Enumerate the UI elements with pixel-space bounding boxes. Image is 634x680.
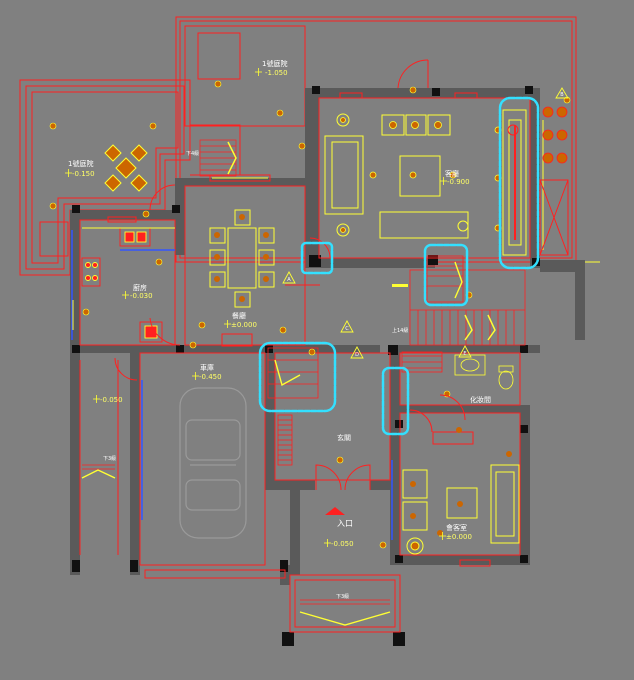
dining-table — [209, 209, 275, 308]
level-guest-room: ±0.000 — [446, 533, 472, 541]
level-entrance: -0.050 — [331, 540, 354, 548]
windows — [71, 230, 393, 540]
kitchen-fixtures — [81, 227, 175, 343]
level-garage: -0.450 — [199, 373, 222, 381]
label-down-left: 下3級 — [103, 455, 116, 462]
columns — [72, 86, 540, 646]
label-down-bottom: 下3級 — [336, 593, 349, 600]
label-living: 客廳 — [445, 169, 459, 178]
courtyard-table — [104, 144, 148, 192]
ceiling-lamps — [49, 80, 571, 549]
basement-outlines — [19, 16, 577, 286]
right-side-box — [539, 179, 569, 256]
markers — [282, 87, 569, 359]
label-foyer: 玄關 — [337, 433, 351, 442]
left-strip-stair — [81, 464, 116, 479]
stair-labels: 下4級 下3級 下3級 上14級 — [103, 150, 408, 600]
small-stair — [426, 255, 464, 303]
foyer-stair — [267, 347, 319, 399]
label-down-top: 下4級 — [186, 150, 199, 157]
bottom-stair — [299, 599, 391, 626]
svg-text:A: A — [287, 277, 291, 283]
right-side-lamps — [542, 106, 568, 164]
main-stair — [409, 269, 526, 346]
dining-lamps — [214, 214, 269, 302]
stair-basement-left — [199, 139, 237, 177]
label-basement-top: 1號庭院 — [262, 59, 287, 68]
svg-text:B: B — [560, 92, 564, 98]
entrance-arrow — [325, 507, 345, 515]
level-markers — [65, 68, 447, 547]
svg-text:C: C — [345, 326, 349, 332]
guest-room-lamps — [410, 427, 512, 536]
label-entrance: 入口 — [337, 519, 353, 528]
window-bars — [72, 92, 600, 567]
level-basement-top: -1.050 — [265, 69, 288, 77]
doors — [114, 59, 466, 491]
level-basement-left: -0.150 — [72, 170, 95, 178]
level-left-strip: -0.050 — [100, 396, 123, 404]
svg-text:E: E — [463, 351, 466, 357]
label-guest-room: 會客室 — [446, 523, 467, 532]
room-labels: 1號庭院 -1.050 1號庭院 -0.150 客廳 -0.900 廚房 -0.… — [68, 59, 491, 548]
svg-text:D: D — [355, 352, 359, 358]
car — [179, 387, 247, 539]
living-room-lamps — [340, 117, 502, 233]
foyer-cabinet — [277, 414, 293, 466]
living-room-furniture — [324, 109, 527, 256]
room-outlines — [79, 97, 531, 633]
stair-direction-mark — [392, 284, 408, 287]
level-dining: ±0.000 — [231, 321, 257, 329]
revision-clouds — [258, 96, 540, 436]
level-living: -0.900 — [447, 178, 470, 186]
label-washroom: 化妝間 — [470, 395, 491, 404]
washroom-fixtures — [401, 351, 514, 390]
marker-labels: A B C D E — [287, 92, 564, 358]
label-basement-left: 1號庭院 — [68, 159, 93, 168]
label-up-stair: 上14級 — [392, 327, 408, 334]
walls — [70, 88, 585, 646]
label-dining: 餐廳 — [232, 311, 246, 320]
guest-room-furniture — [402, 431, 520, 555]
label-garage: 車庫 — [200, 363, 214, 372]
level-kitchen: -0.030 — [130, 292, 153, 300]
label-kitchen: 廚房 — [133, 283, 147, 292]
